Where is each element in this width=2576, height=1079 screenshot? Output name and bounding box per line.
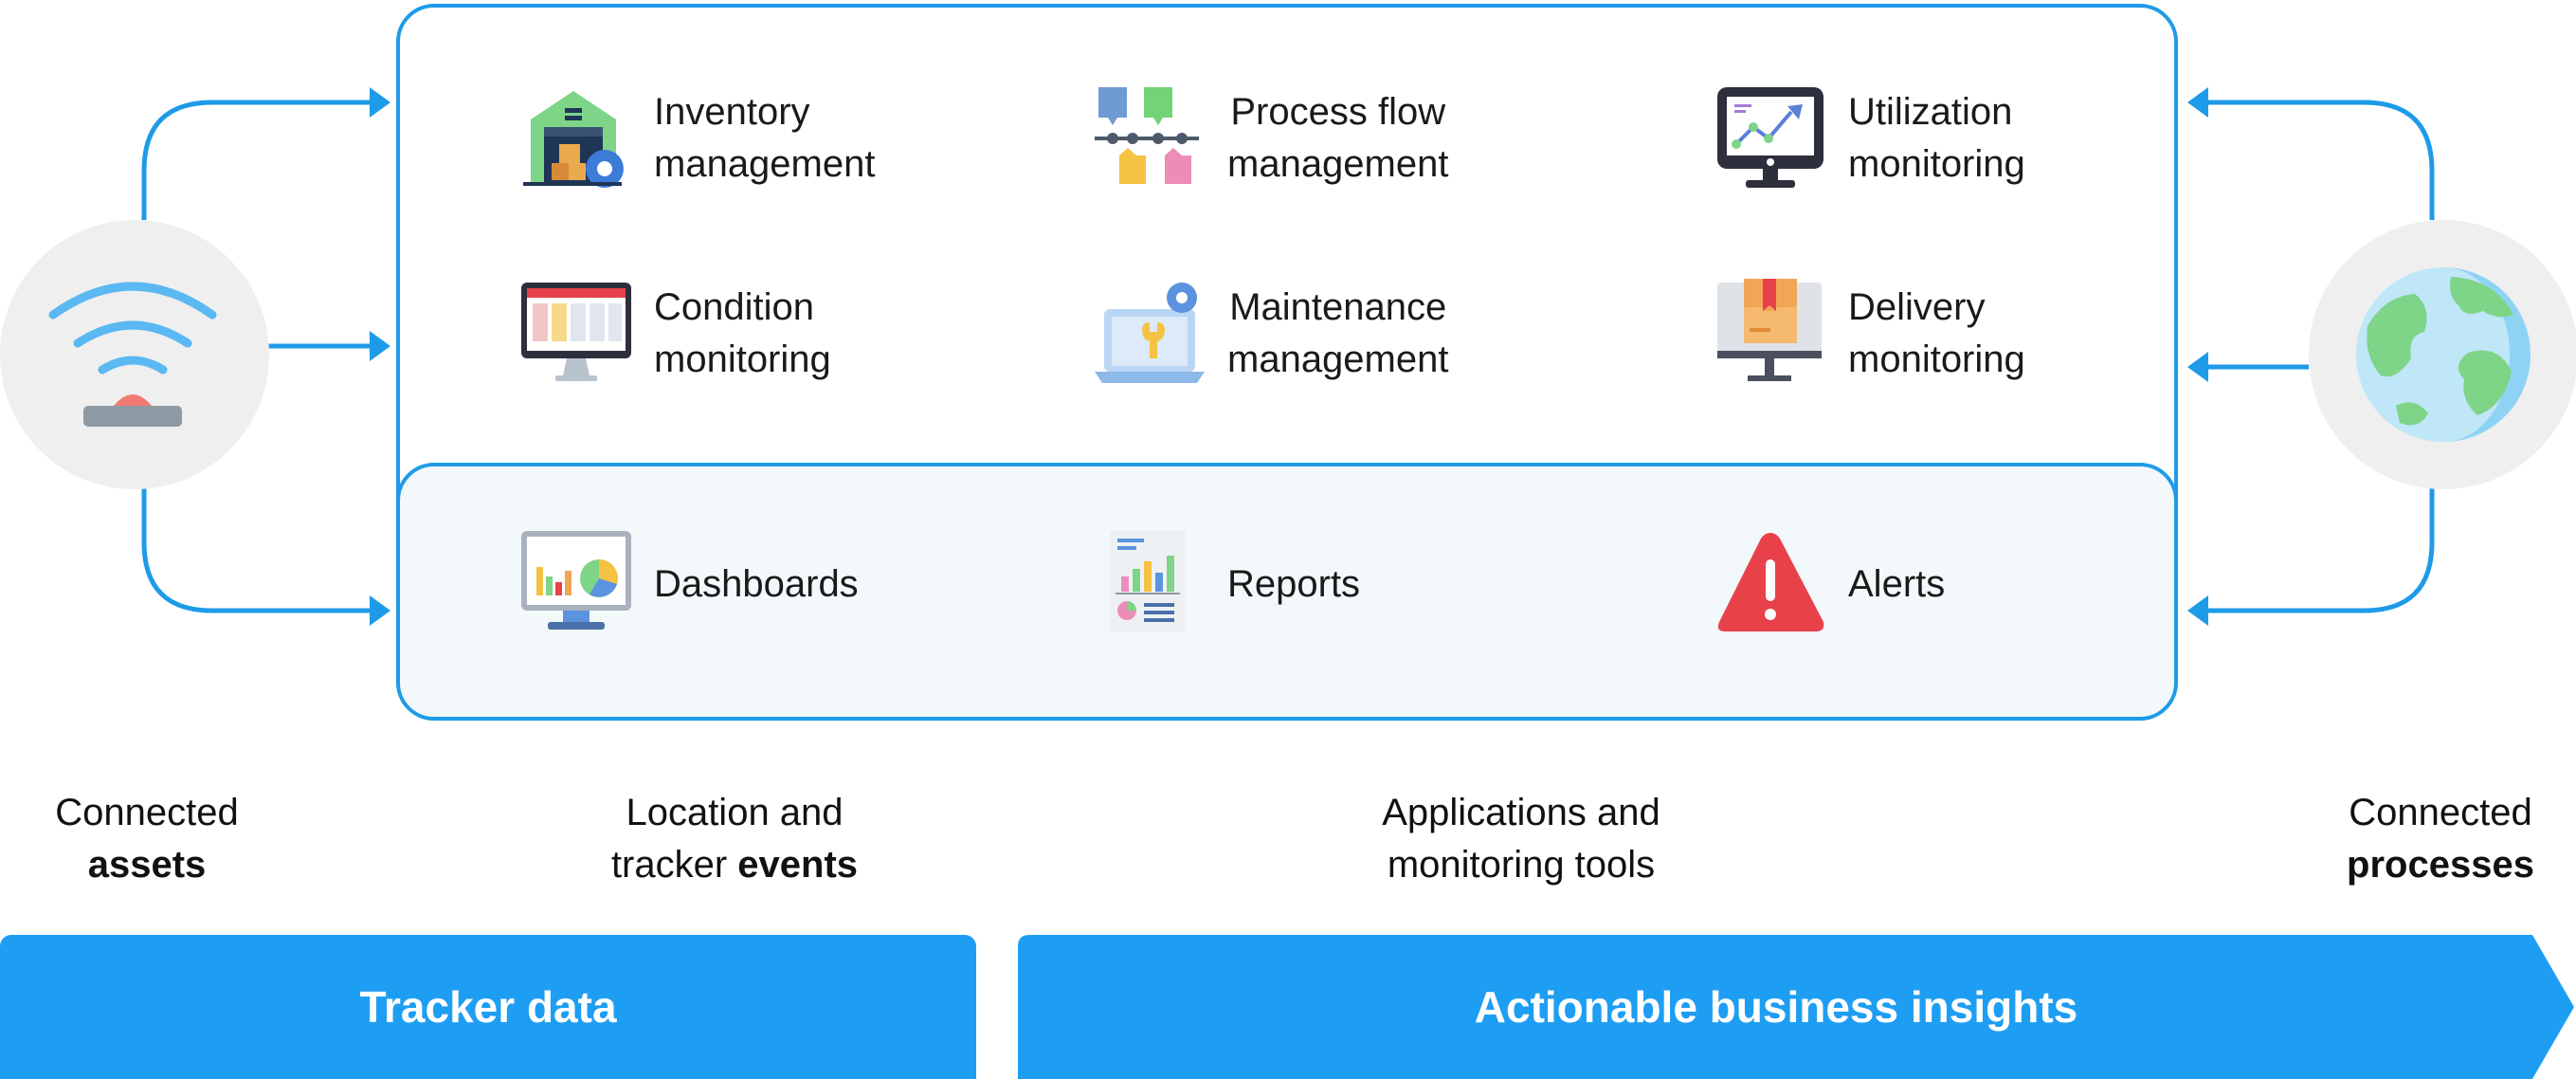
- arrow-process-to-apps: [2204, 100, 2435, 220]
- connected-processes-node: [2309, 220, 2576, 489]
- tool-item-dashboards: Dashboards: [521, 527, 859, 641]
- app-label: Inventory management: [654, 91, 876, 185]
- app-label: Process flow management: [1227, 91, 1449, 185]
- tool-item-reports: Reports: [1095, 527, 1360, 641]
- app-item-maintenance: Maintenance management: [1095, 277, 1448, 391]
- maintenance-laptop-icon: [1095, 283, 1205, 383]
- dashboard-icon: [521, 531, 631, 630]
- caption-location-events: Location and tracker events: [610, 792, 859, 886]
- utilization-monitor-icon: [1717, 87, 1823, 188]
- tracker-data-banner: [0, 935, 976, 1079]
- warehouse-icon: [523, 91, 624, 188]
- connected-assets-node: [0, 220, 269, 489]
- arrow-asset-to-apps: [141, 100, 374, 220]
- app-label: Condition monitoring: [654, 286, 831, 380]
- arrowhead: [2187, 595, 2208, 626]
- arrow-process-to-tools: [2204, 488, 2435, 613]
- caption-applications-tools: Applications and monitoring tools: [1382, 792, 1660, 886]
- arrowhead: [2187, 352, 2208, 382]
- app-item-delivery: Delivery monitoring: [1715, 277, 2025, 391]
- monitoring-tools-panel: [396, 463, 2178, 721]
- tool-label: Alerts: [1848, 562, 1946, 605]
- delivery-monitor-icon: [1717, 279, 1822, 381]
- insights-label: Actionable business insights: [1474, 982, 2078, 1032]
- app-item-condition: Condition monitoring: [521, 277, 831, 391]
- alert-icon: [1717, 533, 1824, 631]
- arrow-asset-to-tools: [141, 488, 374, 613]
- tool-label: Dashboards: [654, 562, 859, 605]
- app-item-process-flow: Process flow management: [1095, 82, 1448, 195]
- app-item-inventory: Inventory management: [521, 82, 875, 195]
- app-label: Maintenance management: [1227, 286, 1449, 380]
- tool-label: Reports: [1227, 562, 1361, 605]
- tracker-data-label: Tracker data: [359, 982, 617, 1032]
- arrowhead: [2187, 87, 2208, 118]
- wireless-tracker-icon: [48, 282, 217, 427]
- caption-connected-assets: Connected assets: [55, 792, 239, 886]
- arrowhead: [370, 87, 390, 118]
- app-label: Utilization monitoring: [1848, 91, 2025, 185]
- app-item-utilization: Utilization monitoring: [1715, 82, 2025, 195]
- arrowhead: [370, 331, 390, 361]
- process-flow-icon: [1095, 87, 1199, 184]
- caption-connected-processes: Connected processes: [2347, 792, 2534, 886]
- tool-item-alerts: Alerts: [1715, 527, 1945, 641]
- report-icon: [1110, 531, 1186, 631]
- arrowhead: [370, 595, 390, 626]
- globe-icon: [2356, 267, 2531, 442]
- app-label: Delivery monitoring: [1848, 286, 2025, 380]
- insights-banner: [1018, 935, 2574, 1079]
- condition-monitor-icon: [521, 283, 631, 381]
